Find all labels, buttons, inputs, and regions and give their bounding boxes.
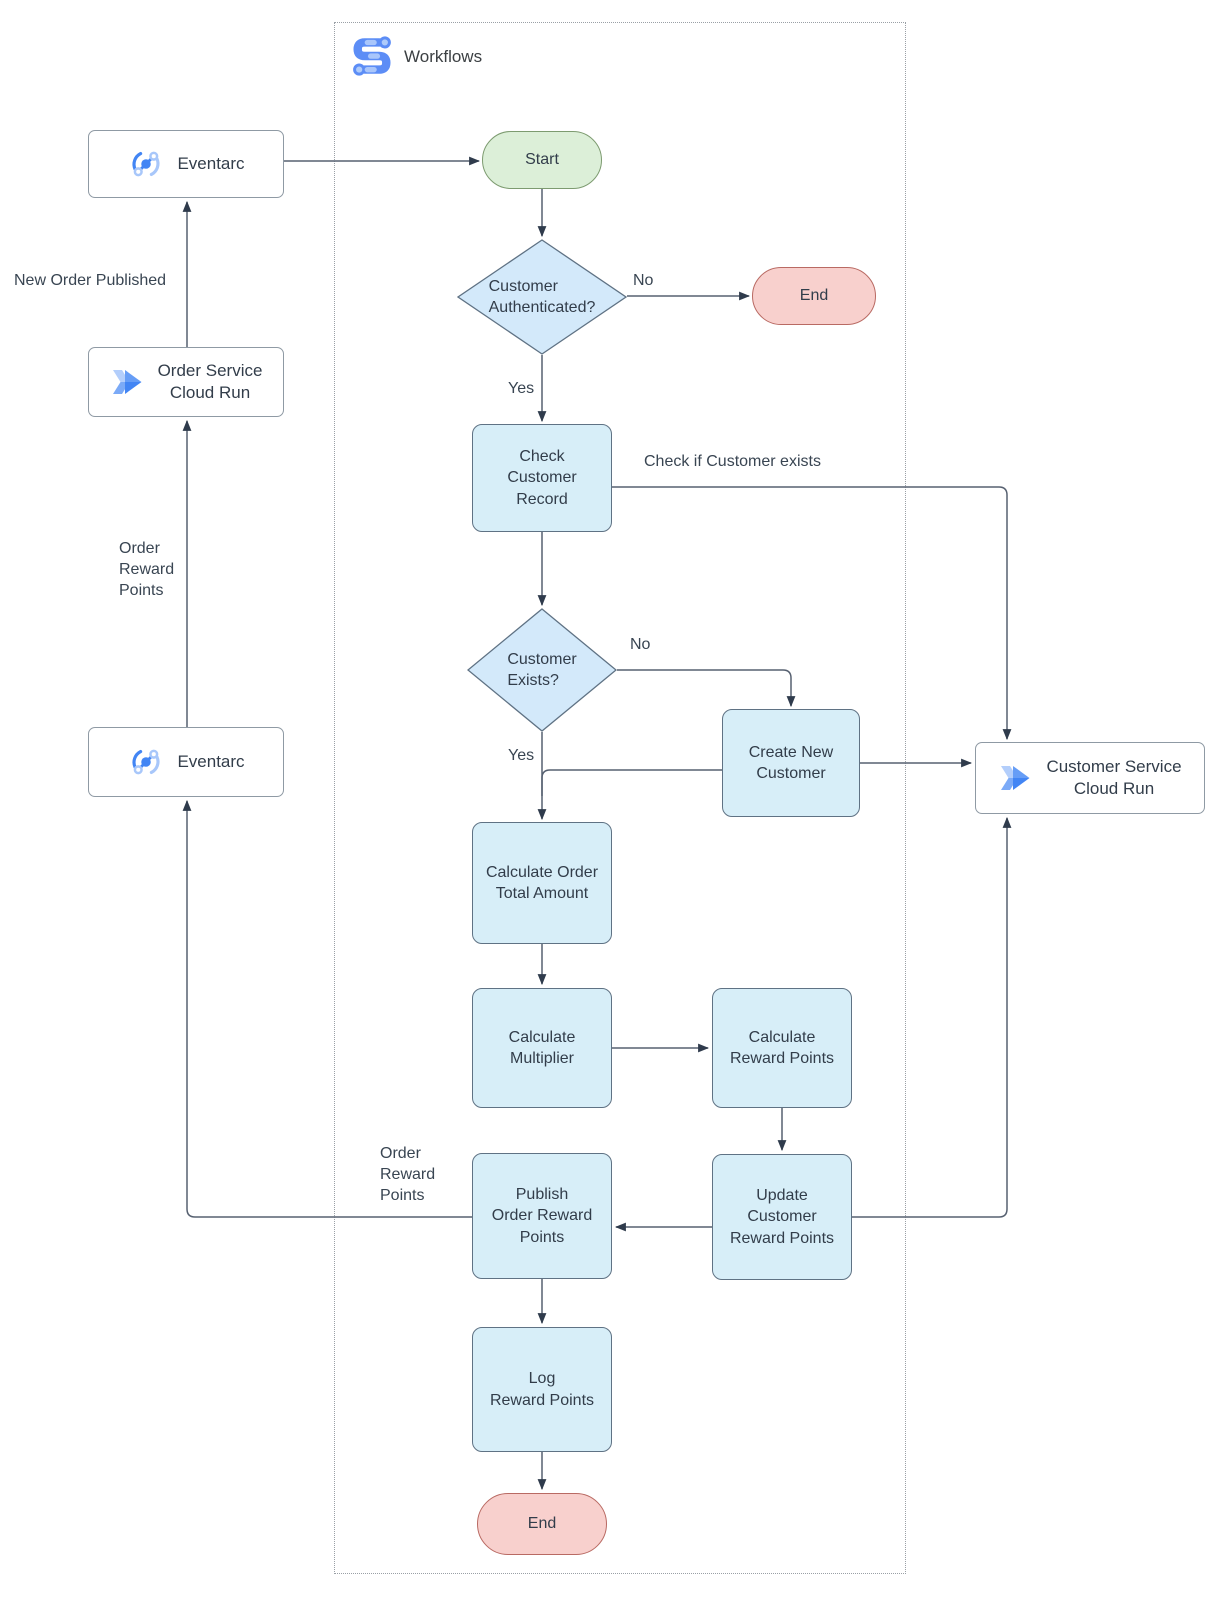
edge-label-yes-exists: Yes <box>508 747 535 764</box>
workflows-group-container <box>334 22 906 1574</box>
node-create-new-customer[interactable]: Create New Customer <box>722 709 860 817</box>
node-end-bottom[interactable]: End <box>477 1493 607 1555</box>
node-start[interactable]: Start <box>482 131 602 189</box>
node-label: Log Reward Points <box>489 1370 595 1409</box>
node-label: Update Customer Reward Points <box>729 1187 835 1247</box>
eventarc-icon <box>127 145 165 183</box>
node-eventarc-top[interactable]: Eventarc <box>88 130 284 198</box>
edge-create-to-calculate-total <box>541 769 722 796</box>
edge-label-order-reward-points-left: Order Reward Points <box>119 540 175 599</box>
cloud-run-icon <box>110 364 146 400</box>
node-customer-exists[interactable]: Customer Exists? <box>467 608 617 732</box>
edge-check-to-customer-service <box>612 486 1012 741</box>
edge-label-check-if-customer-exists: Check if Customer exists <box>644 453 821 470</box>
edge-label-no-authenticated: No <box>633 272 654 289</box>
node-label: Customer Exists? <box>507 650 577 689</box>
node-label: Eventarc <box>177 153 245 173</box>
edge-label-new-order-published: New Order Published <box>14 272 167 289</box>
node-label: Create New Customer <box>748 743 834 782</box>
edge-publish-to-eventarc <box>182 799 472 1218</box>
node-label: Customer Service Cloud Run <box>1046 756 1182 798</box>
node-label: End <box>799 287 829 305</box>
node-label: End <box>527 1515 557 1533</box>
node-eventarc-bottom[interactable]: Eventarc <box>88 727 284 797</box>
node-label: Calculate Reward Points <box>729 1028 835 1067</box>
node-customer-authenticated[interactable]: Customer Authenticated? <box>457 239 627 355</box>
node-label: Eventarc <box>177 751 245 771</box>
node-publish-order-reward-points[interactable]: Publish Order Reward Points <box>472 1153 612 1279</box>
cloud-run-icon <box>998 760 1034 796</box>
workflows-icon <box>350 34 394 78</box>
node-calculate-reward-points[interactable]: Calculate Reward Points <box>712 988 852 1108</box>
node-label: Start <box>525 151 559 169</box>
workflows-title: Workflows <box>404 47 483 66</box>
node-label: Check Customer Record <box>507 448 577 508</box>
node-order-service-cloud-run[interactable]: Order Service Cloud Run <box>88 347 284 417</box>
edge-exists-no-to-create <box>617 669 796 708</box>
node-label: Calculate Multiplier <box>508 1028 576 1067</box>
node-label: Calculate Order Total Amount <box>485 863 599 902</box>
node-end-top[interactable]: End <box>752 267 876 325</box>
edge-label-no-exists: No <box>630 636 651 653</box>
eventarc-icon <box>127 743 165 781</box>
node-label: Customer Authenticated? <box>488 277 596 316</box>
node-customer-service-cloud-run[interactable]: Customer Service Cloud Run <box>975 742 1205 814</box>
edge-label-yes-authenticated: Yes <box>508 380 535 397</box>
edge-label-order-reward-points-mid: Order Reward Points <box>380 1145 436 1204</box>
node-update-customer-reward-points[interactable]: Update Customer Reward Points <box>712 1154 852 1280</box>
node-label: Publish Order Reward Points <box>491 1186 593 1246</box>
node-label: Order Service Cloud Run <box>157 360 263 402</box>
edge-update-to-customer-service <box>852 816 1012 1218</box>
node-calculate-multiplier[interactable]: Calculate Multiplier <box>472 988 612 1108</box>
node-calculate-order-total[interactable]: Calculate Order Total Amount <box>472 822 612 944</box>
node-check-customer-record[interactable]: Check Customer Record <box>472 424 612 532</box>
node-log-reward-points[interactable]: Log Reward Points <box>472 1327 612 1452</box>
